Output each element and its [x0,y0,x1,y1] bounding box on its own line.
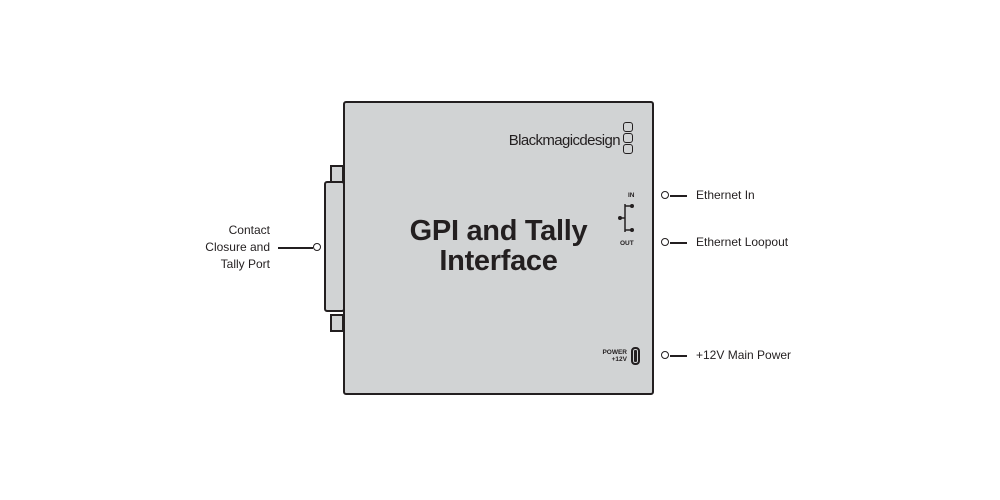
db-connector-shell [324,181,345,312]
leader-dot-main-power [661,351,669,359]
leader-line-ethernet-in [670,195,687,197]
brand-name: Blackmagicdesign [508,132,621,149]
leader-dot-contact [313,243,321,251]
callout-contact-line3: Tally Port [220,257,270,271]
callout-main-power: +12V Main Power [696,348,792,362]
power-jack-icon [631,347,640,365]
leader-line-ethernet-loopout [670,242,687,244]
device-title-line1: GPI and Tally [409,215,588,247]
callout-contact-closure: Contact Closure and Tally Port [200,222,270,273]
port-in-label: IN [628,192,635,199]
leader-line-contact [278,247,313,249]
callout-ethernet-in: Ethernet In [696,188,755,202]
power-label-line2: +12V [611,356,627,363]
port-out-label: OUT [620,240,634,247]
device-title: GPI and Tally Interface [345,216,652,276]
brand-logo-icon [623,122,633,155]
ethernet-switch-icon [618,204,634,232]
db-connector-bottom-tab [330,314,344,332]
leader-dot-ethernet-in [661,191,669,199]
device-title-line2: Interface [439,245,558,277]
leader-line-main-power [670,355,687,357]
power-label-line1: POWER [602,349,627,356]
callout-ethernet-loopout: Ethernet Loopout [696,235,789,249]
leader-dot-ethernet-loopout [661,238,669,246]
gpi-tally-device: Blackmagicdesign GPI and Tally Interface… [343,101,654,395]
callout-contact-line2: Closure and [205,240,270,254]
callout-contact-line1: Contact [228,223,270,237]
power-label: POWER +12V [600,349,627,363]
